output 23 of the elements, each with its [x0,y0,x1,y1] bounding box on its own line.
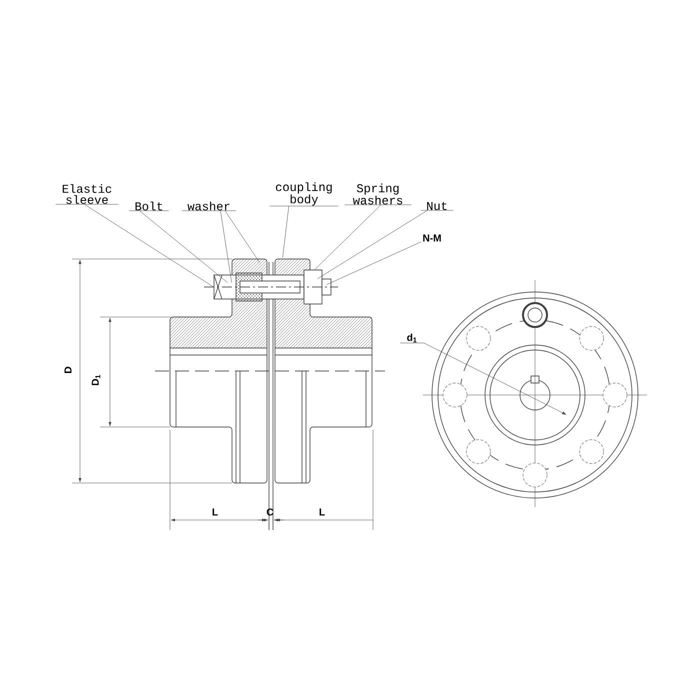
leader-line [282,206,290,258]
part-label: Spring washers [344,184,412,206]
part-label: Bolt [129,202,169,211]
dimension-label: C [266,508,274,516]
dimension-label: D$_{1}$ [92,374,100,386]
leader-line [84,204,215,288]
dimension-label: d$_{1}$ [407,334,417,342]
leader-line [314,204,382,270]
dimension-label: D [64,366,72,373]
dimension-label: L [212,508,218,516]
part-label: washer [182,202,236,211]
leader-line [139,210,228,283]
coupling-side-view-drawing [170,258,268,484]
part-label: Nut [420,202,454,211]
coupling-side-view-drawing [204,270,338,304]
leader-line [224,210,260,263]
leader-line [317,210,428,279]
part-label: N-M [423,234,441,242]
dimension-label: L [320,508,325,516]
leader-line [220,210,232,283]
part-label: Elastic sleeve [55,184,119,204]
part-label: coupling body [269,182,339,206]
leader-line [326,242,422,285]
